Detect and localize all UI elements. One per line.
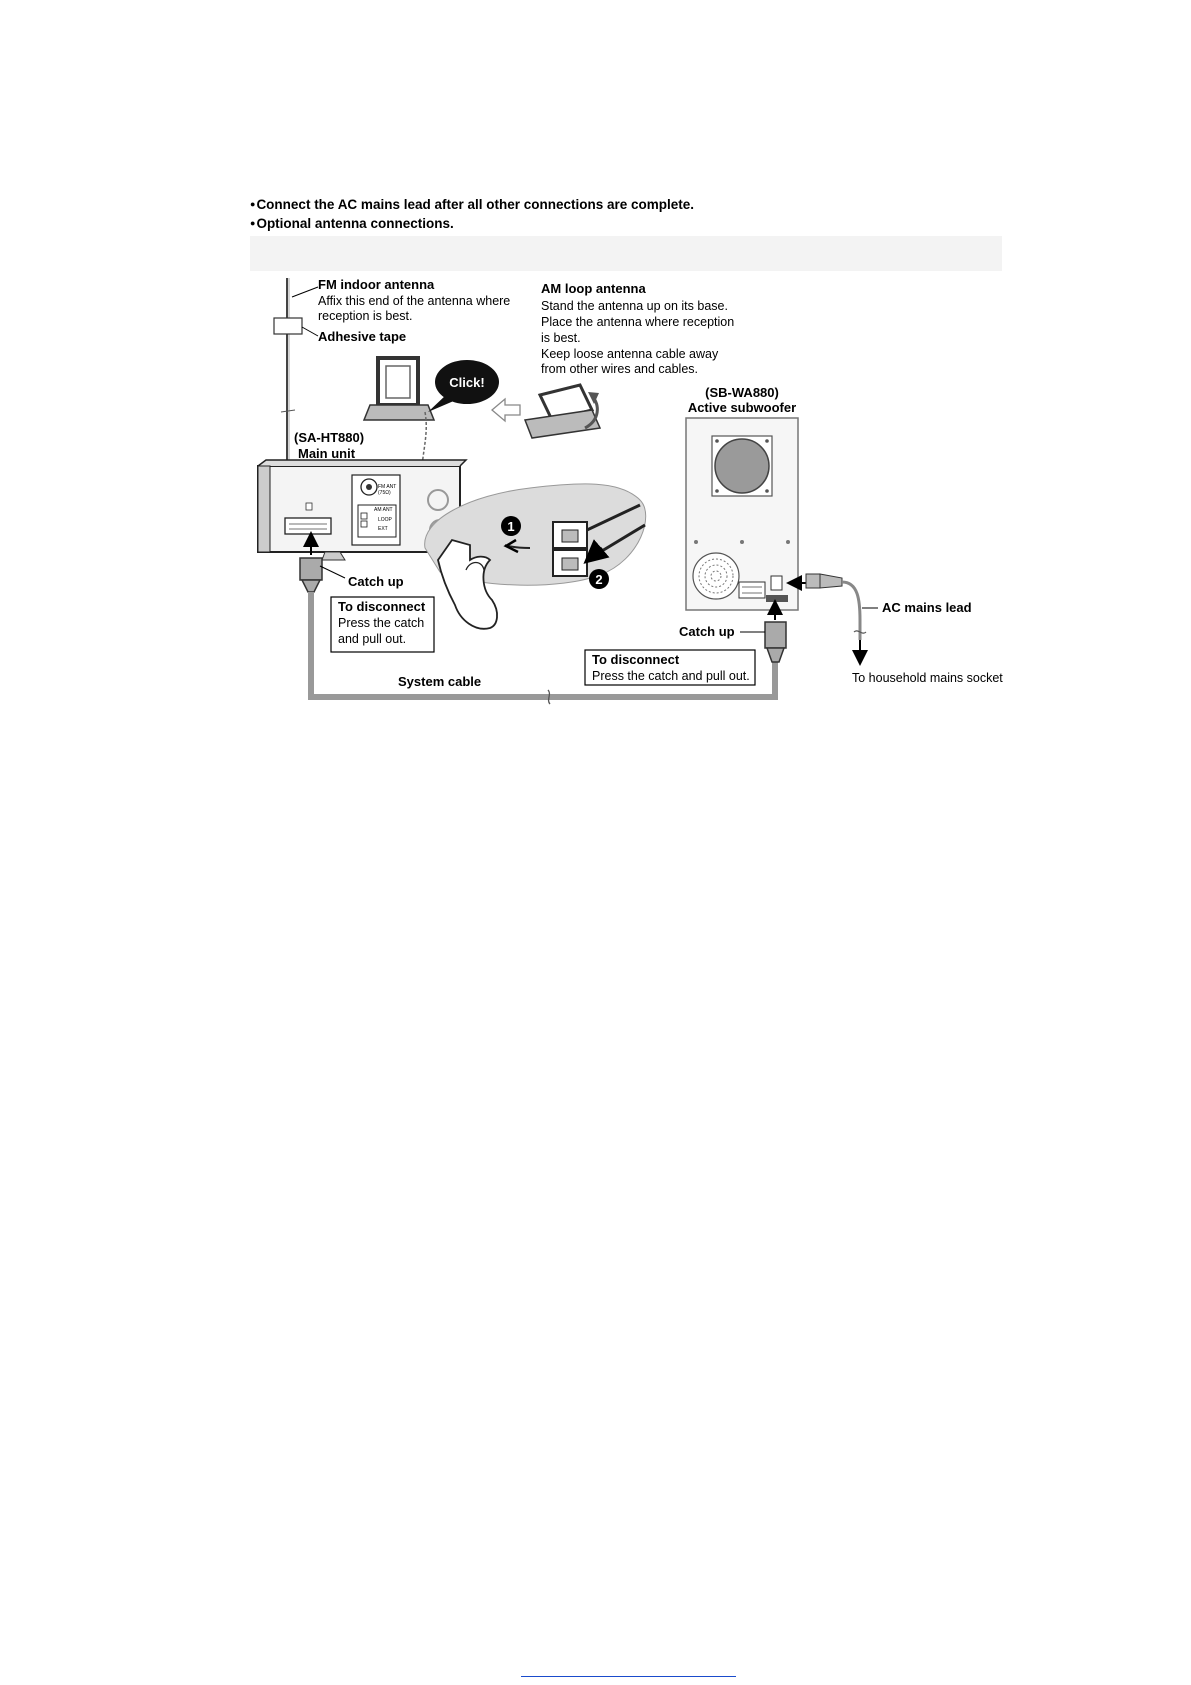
click-callout: Click! bbox=[428, 360, 499, 412]
main-unit-model: (SA-HT880) bbox=[294, 430, 364, 445]
main-unit-name: Main unit bbox=[298, 446, 356, 461]
catch-up-left: Catch up bbox=[348, 574, 404, 589]
fm-antenna-line1: Affix this end of the antenna where bbox=[318, 294, 510, 308]
connection-notes: Connect the AC mains lead after all othe… bbox=[250, 196, 694, 234]
adhesive-tape-label: Adhesive tape bbox=[318, 329, 406, 344]
step1-badge bbox=[501, 516, 521, 536]
disconnect-box-right: To disconnect Press the catch and pull o… bbox=[584, 649, 756, 686]
right-cable-plug bbox=[740, 599, 787, 663]
click-text: Click! bbox=[449, 375, 484, 390]
fm-antenna-title: FM indoor antenna bbox=[318, 277, 435, 292]
subwoofer-body bbox=[685, 417, 799, 611]
disconnect-left-line2: and pull out. bbox=[338, 632, 406, 646]
fm-antenna: FM indoor antenna Affix this end of the … bbox=[273, 277, 510, 489]
disconnect-left-line1: Press the catch bbox=[338, 616, 424, 630]
am-antenna-line1: Stand the antenna up on its base. bbox=[541, 299, 728, 313]
zoom-inset: 1 2 bbox=[424, 483, 647, 630]
loop-label: LOOP bbox=[378, 517, 393, 523]
hollow-arrow-icon bbox=[490, 397, 521, 423]
disconnect-right-title: To disconnect bbox=[592, 652, 680, 667]
adhesive-tape-icon bbox=[273, 317, 303, 335]
am-ant-label: AM ANT bbox=[374, 507, 393, 513]
catch-up-right: Catch up bbox=[679, 624, 735, 639]
note-ac-mains: Connect the AC mains lead after all othe… bbox=[250, 196, 694, 215]
subwoofer-name: Active subwoofer bbox=[688, 400, 796, 415]
footer-link-underline[interactable] bbox=[521, 1676, 736, 1677]
fm-ohm-label: (75Ω) bbox=[378, 490, 391, 496]
ac-mains-lead-label: AC mains lead bbox=[882, 600, 972, 615]
am-antenna-line3: is best. bbox=[541, 331, 581, 345]
step1-number: 1 bbox=[507, 519, 514, 534]
disconnect-right-line1: Press the catch and pull out. bbox=[592, 669, 750, 683]
am-antenna-title: AM loop antenna bbox=[541, 281, 646, 296]
main-unit-rear-panel: FM ANT (75Ω) AM ANT LOOP EXT bbox=[257, 459, 468, 561]
am-antenna-line5: from other wires and cables. bbox=[541, 362, 698, 376]
household-socket-label: To household mains socket bbox=[852, 671, 1003, 685]
subwoofer-model: (SB-WA880) bbox=[705, 385, 779, 400]
diagram-background bbox=[250, 236, 1002, 271]
am-antenna-line2: Place the antenna where reception bbox=[541, 315, 734, 329]
disconnect-left-title: To disconnect bbox=[338, 599, 426, 614]
note-optional-antenna: Optional antenna connections. bbox=[250, 215, 694, 234]
am-antenna-line4: Keep loose antenna cable away bbox=[541, 347, 719, 361]
fm-ant-label: FM ANT bbox=[378, 484, 396, 490]
system-cable-label: System cable bbox=[398, 674, 481, 689]
am-antenna-folded bbox=[523, 383, 602, 439]
step2-number: 2 bbox=[595, 572, 602, 587]
ext-label: EXT bbox=[378, 526, 388, 532]
fm-antenna-line2: reception is best. bbox=[318, 309, 413, 323]
disconnect-box-left: To disconnect Press the catch and pull o… bbox=[330, 596, 435, 653]
system-cable bbox=[308, 592, 778, 700]
ac-mains-plug bbox=[805, 573, 868, 666]
step2-badge bbox=[589, 569, 609, 589]
